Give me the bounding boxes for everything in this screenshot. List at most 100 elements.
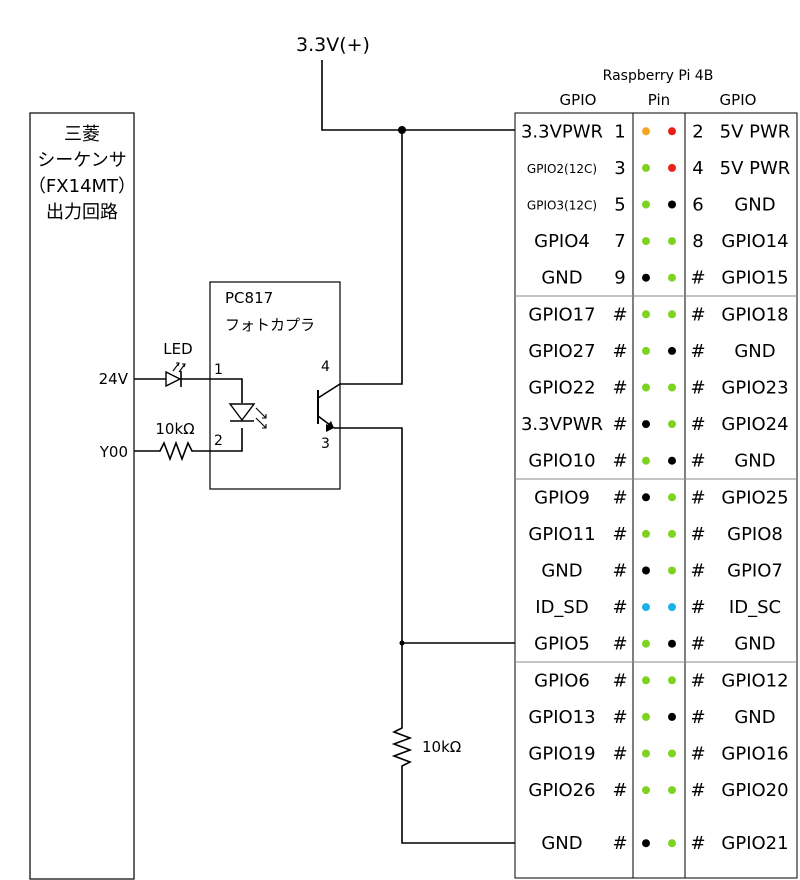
rpi-pin-right-dot bbox=[668, 127, 676, 136]
rpi-pin-left-number: # bbox=[612, 524, 627, 545]
rpi-pin-right-number: 4 bbox=[692, 158, 703, 179]
resistor-input bbox=[134, 428, 243, 462]
rpi-pin-right-number: # bbox=[690, 780, 705, 801]
rpi-pin-left-name: GPIO17 bbox=[528, 304, 595, 325]
rpi-pin-left-name: GND bbox=[541, 268, 582, 289]
rpi-pin-right-number: 8 bbox=[692, 231, 703, 252]
rpi-pin-left-name: GND bbox=[541, 561, 582, 582]
rpi-pin-right-number: # bbox=[690, 487, 705, 508]
rpi-pin-right-name: 5V PWR bbox=[720, 158, 791, 179]
rpi-pin-left-dot bbox=[642, 676, 650, 685]
rpi-pin-right-number: # bbox=[690, 597, 705, 618]
rpi-pin-right-dot bbox=[668, 310, 676, 319]
rpi-pin-right-dot bbox=[668, 839, 676, 848]
rpi-pin-right-name: GND bbox=[734, 451, 775, 472]
rpi-table-frame bbox=[514, 112, 798, 879]
rpi-pin-right-number: # bbox=[690, 378, 705, 399]
opto-pin3-label: 3 bbox=[321, 436, 330, 452]
rpi-pin-left-name: GPIO4 bbox=[534, 231, 590, 252]
plc-box bbox=[29, 112, 135, 880]
rpi-pin-left-name: GPIO27 bbox=[528, 341, 595, 362]
rpi-pin-left-dot bbox=[642, 127, 650, 136]
rpi-pin-right-dot bbox=[668, 456, 676, 465]
rpi-pin-right-name: 5V PWR bbox=[720, 121, 791, 142]
rpi-pin-left-number: # bbox=[612, 487, 627, 508]
rpi-pin-left-name: GND bbox=[541, 833, 582, 854]
rpi-pin-left-dot bbox=[642, 456, 650, 465]
rpi-pin-right-dot bbox=[668, 529, 676, 538]
rpi-pin-right-name: GPIO15 bbox=[721, 268, 788, 289]
rpi-pin-right-name: GPIO7 bbox=[727, 561, 783, 582]
rpi-pin-left-name: GPIO6 bbox=[534, 670, 590, 691]
pulldown-label: 10kΩ bbox=[422, 738, 461, 756]
opto-pin1-label: 1 bbox=[214, 362, 223, 378]
rpi-header-right: GPIO bbox=[720, 91, 757, 109]
rpi-pin-right-number: 6 bbox=[692, 195, 703, 216]
rpi-pin-right-name: GND bbox=[734, 195, 775, 216]
rpi-pin-left-dot bbox=[642, 273, 650, 282]
rpi-pin-right-number: # bbox=[690, 833, 705, 854]
rpi-pin-right-name: GPIO24 bbox=[721, 414, 788, 435]
rpi-pin-left-number: 7 bbox=[614, 231, 625, 252]
rpi-pin-left-dot bbox=[642, 749, 650, 758]
rpi-pin-left-number: # bbox=[612, 451, 627, 472]
rpi-pin-left-number: # bbox=[612, 744, 627, 765]
rpi-pin-left-name: GPIO9 bbox=[534, 487, 590, 508]
rpi-pin-right-name: GPIO23 bbox=[721, 378, 788, 399]
rpi-pin-right-name: GPIO21 bbox=[721, 833, 788, 854]
rpi-pin-right-dot bbox=[668, 346, 676, 355]
rpi-pin-left-name: GPIO19 bbox=[528, 744, 595, 765]
rpi-pin-right-number: # bbox=[690, 707, 705, 728]
rpi-pin-right-number: # bbox=[690, 744, 705, 765]
resistor-input-label: 10kΩ bbox=[155, 420, 194, 438]
collector-wire bbox=[340, 130, 403, 385]
rpi-pin-right-name: GPIO20 bbox=[721, 780, 788, 801]
rpi-title: Raspberry Pi 4B bbox=[603, 68, 714, 84]
rpi-pin-left-number: 1 bbox=[614, 121, 625, 142]
rpi-pin-left-number: # bbox=[612, 341, 627, 362]
rpi-pin-right-name: GPIO18 bbox=[721, 304, 788, 325]
rpi-pin-right-dot bbox=[668, 273, 676, 282]
rpi-pin-left-dot bbox=[642, 639, 650, 648]
rpi-pin-left-name: GPIO3(12C) bbox=[527, 199, 597, 213]
supply-wire bbox=[321, 60, 515, 131]
rpi-pin-left-number: # bbox=[612, 670, 627, 691]
rpi-pin-right-dot bbox=[668, 786, 676, 795]
rpi-header-mid: Pin bbox=[648, 91, 670, 109]
phototransistor-symbol bbox=[317, 383, 341, 429]
rpi-pin-right-number: # bbox=[690, 524, 705, 545]
rpi-pin-right-name: GND bbox=[734, 634, 775, 655]
rpi-pin-right-dot bbox=[668, 383, 676, 392]
rpi-pin-right-dot bbox=[668, 493, 676, 502]
rpi-pin-right-dot bbox=[668, 712, 676, 721]
rpi-pin-left-number: # bbox=[612, 597, 627, 618]
rpi-pin-left-dot bbox=[642, 346, 650, 355]
plc-label-line1: 三菱 bbox=[64, 124, 100, 145]
rpi-pin-left-dot bbox=[642, 310, 650, 319]
rpi-pin-left-dot bbox=[642, 839, 650, 848]
rpi-pin-left-number: # bbox=[612, 634, 627, 655]
rpi-pin-left-name: 3.3VPWR bbox=[521, 121, 603, 142]
rpi-pin-left-number: 3 bbox=[614, 158, 625, 179]
rpi-pin-right-number: # bbox=[690, 670, 705, 691]
opto-led-symbol bbox=[228, 403, 267, 429]
rpi-pin-left-dot bbox=[642, 493, 650, 502]
opto-pin4-label: 4 bbox=[321, 359, 330, 375]
rpi-pin-left-dot bbox=[642, 200, 650, 209]
rpi-pin-left-number: # bbox=[612, 780, 627, 801]
rpi-pin-right-name: GND bbox=[734, 707, 775, 728]
rpi-pin-right-name: GPIO12 bbox=[721, 670, 788, 691]
led-label: LED bbox=[163, 340, 192, 358]
rpi-pin-left-name: GPIO13 bbox=[528, 707, 595, 728]
rpi-pin-right-dot bbox=[668, 749, 676, 758]
rpi-pin-right-dot bbox=[668, 420, 676, 429]
rpi-pin-right-dot bbox=[668, 676, 676, 685]
rpi-pin-left-name: GPIO5 bbox=[534, 634, 590, 655]
emitter-arrow bbox=[326, 424, 334, 432]
rpi-pin-right-dot bbox=[668, 237, 676, 246]
rpi-pin-right-name: GPIO14 bbox=[721, 231, 788, 252]
rpi-pin-right-name: GPIO25 bbox=[721, 487, 788, 508]
rpi-pin-right-number: 2 bbox=[692, 121, 703, 142]
rpi-pin-left-number: # bbox=[612, 414, 627, 435]
